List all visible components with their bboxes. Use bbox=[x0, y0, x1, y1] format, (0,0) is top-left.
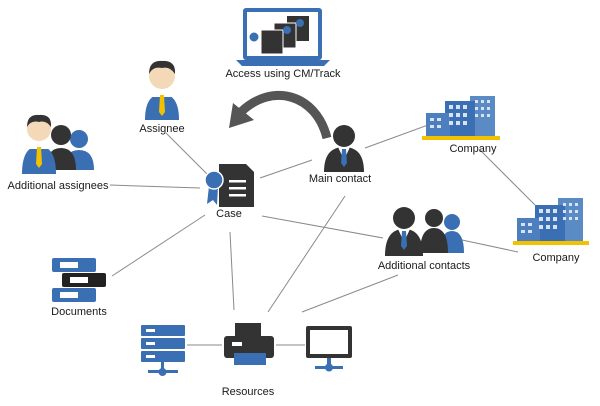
company-label-2: Company bbox=[532, 252, 580, 264]
resources-label: Resources bbox=[221, 386, 275, 398]
link-case-contacts bbox=[261, 215, 384, 239]
main-contact-person-icon bbox=[324, 125, 364, 172]
link-company-company bbox=[479, 149, 536, 206]
cycle-arrow-icon bbox=[229, 91, 332, 140]
link-case-resources bbox=[229, 231, 235, 311]
printer-icon bbox=[224, 323, 274, 365]
assignee-person-icon bbox=[145, 60, 179, 120]
monitor-icon bbox=[306, 326, 352, 372]
link-contacts-company bbox=[461, 239, 519, 253]
link-assignee-case bbox=[165, 132, 209, 176]
company-label-1: Company bbox=[449, 143, 497, 155]
additional-contacts-label: Additional contacts bbox=[377, 260, 471, 272]
documents-binders-icon bbox=[52, 258, 106, 302]
company-building-icon-1 bbox=[422, 96, 500, 140]
case-document-icon bbox=[204, 164, 254, 207]
link-case-maincontact bbox=[259, 159, 313, 179]
assignee-label: Assignee bbox=[139, 123, 185, 135]
case-label: Case bbox=[216, 208, 242, 220]
documents-label: Documents bbox=[51, 306, 107, 318]
additional-contacts-icon bbox=[385, 207, 464, 256]
main-contact-label: Main contact bbox=[308, 173, 372, 185]
additional-assignees-label: Additional assignees bbox=[7, 180, 109, 192]
access-label: Access using CM/Track bbox=[225, 68, 341, 80]
link-assignees-case bbox=[109, 184, 201, 189]
link-maincontact-company bbox=[364, 124, 429, 149]
link-case-documents bbox=[111, 214, 206, 277]
link-maincontact-resources bbox=[267, 195, 346, 313]
connectors bbox=[109, 124, 536, 346]
server-icon bbox=[141, 325, 185, 376]
link-contacts-resources bbox=[301, 274, 399, 313]
additional-assignees-icon bbox=[22, 114, 94, 174]
laptop-icon bbox=[236, 8, 330, 66]
company-building-icon-2 bbox=[513, 198, 589, 245]
